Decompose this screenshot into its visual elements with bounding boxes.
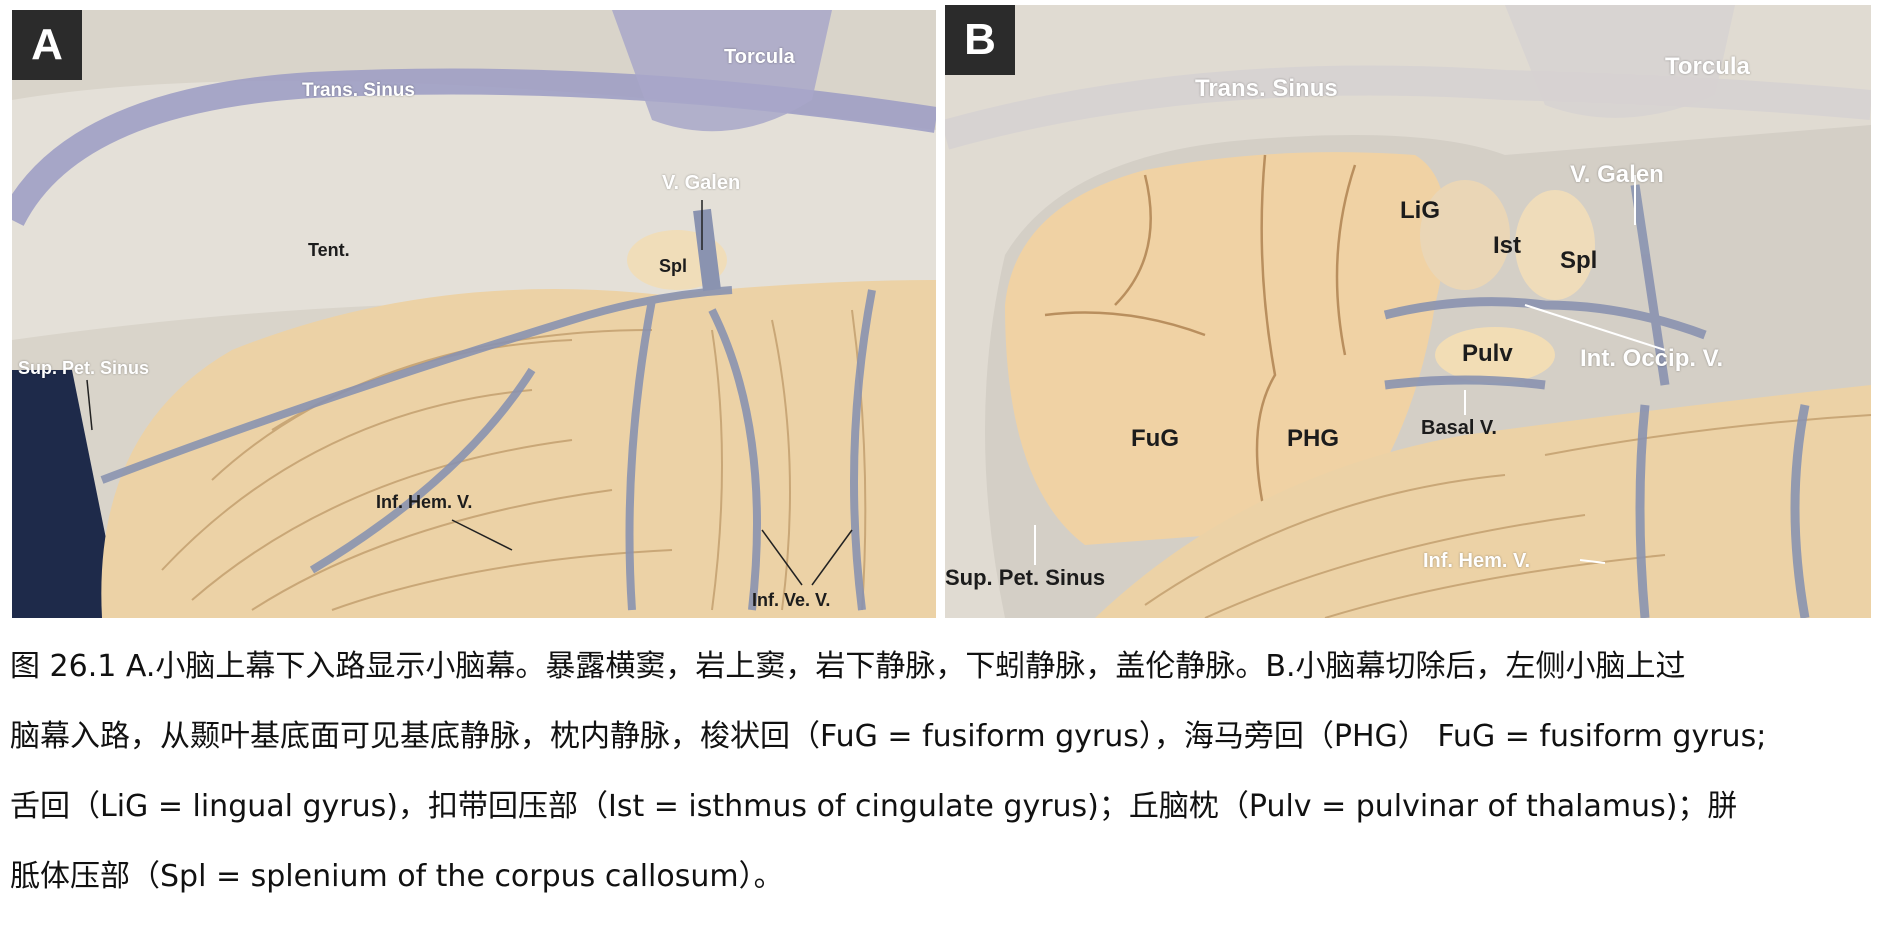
label-inf-ve-v: Inf. Ve. V. [752,590,831,610]
label-sup-pet-sinus: Sup. Pet. Sinus [18,358,150,378]
caption-line-2: 脑幕入路，从颞叶基底面可见基底静脉，枕内静脉，梭状回（FuG = fusifor… [10,719,1767,754]
label-ist: Ist [1493,232,1522,259]
label-int-occip-v: Int. Occip. V. [1580,345,1724,372]
label-fug: FuG [1131,425,1179,452]
label-trans-sinus: Trans. Sinus [302,80,415,101]
label-sup-pet-sinus: Sup. Pet. Sinus [945,565,1106,590]
label-pulv: Pulv [1462,340,1513,367]
label-v-galen: V. Galen [662,172,741,194]
label-lig: LiG [1400,197,1440,224]
label-torcula: Torcula [1665,53,1750,80]
anatomy-photo-a: A Torcula Trans. Sinus V. Galen Tent. Sp… [12,10,936,618]
panel-letter-b: B [945,5,1015,75]
photo-a-illustration [12,10,936,618]
label-inf-hem-v: Inf. Hem. V. [376,492,473,512]
label-basal-v: Basal V. [1421,417,1497,439]
label-spl: Spl [1560,247,1598,274]
photo-b-illustration [945,5,1871,618]
label-spl: Spl [659,256,688,276]
caption-line-3: 舌回（LiG = lingual gyrus)，扣带回压部（Ist = isth… [10,789,1738,824]
caption-line-4: 胝体压部（Spl = splenium of the corpus callos… [10,859,784,894]
label-phg: PHG [1287,425,1340,452]
caption-line-1: 图 26.1 A.小脑上幕下入路显示小脑幕。暴露横窦，岩上窦，岩下静脉，下蚓静脉… [10,649,1686,684]
anatomy-photo-b: B Torcula Trans. Sinus V. Galen LiG Ist … [945,5,1871,618]
label-v-galen: V. Galen [1570,161,1664,188]
label-inf-hem-v: Inf. Hem. V. [1423,550,1531,572]
label-tent: Tent. [308,240,350,260]
panel-letter-a: A [12,10,82,80]
label-torcula: Torcula [724,46,795,68]
label-trans-sinus: Trans. Sinus [1195,75,1338,102]
